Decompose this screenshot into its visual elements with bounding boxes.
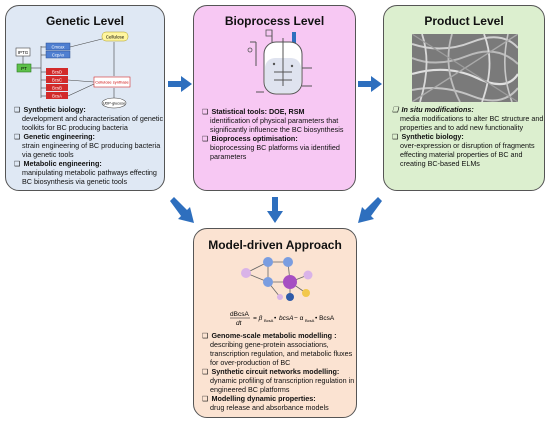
svg-text:• BcsA: • BcsA xyxy=(315,315,335,322)
bullet-text: identification of physical parameters th… xyxy=(210,116,344,134)
svg-text:bcsA: bcsA xyxy=(279,315,293,322)
bullet-text: drug release and absorbance models xyxy=(210,403,329,412)
bullet-head: In situ modifications: xyxy=(392,105,544,114)
arrow-genetic-to-bioprocess xyxy=(168,76,192,92)
network-node xyxy=(241,268,251,278)
bullet-text: development and characterisation of gene… xyxy=(22,114,164,132)
bullet-head: Synthetic biology: xyxy=(392,132,544,141)
svg-text:BcsC: BcsC xyxy=(52,78,62,83)
genetic-level-panel: Genetic Level IPTG PT Cmcax CcpAx BcsD xyxy=(5,5,165,191)
bullet-text: dynamic profiling of transcription regul… xyxy=(210,376,355,394)
svg-text:Cellulose: Cellulose xyxy=(106,35,125,40)
svg-text:UDP-glucose: UDP-glucose xyxy=(103,102,125,106)
network-graph xyxy=(241,257,313,301)
network-node xyxy=(302,289,310,297)
network-node xyxy=(277,294,283,300)
model-driven-title: Model-driven Approach xyxy=(208,238,342,252)
genetic-circuit-diagram: IPTG PT Cmcax CcpAx BcsD BcsC xyxy=(15,31,131,109)
red-gene-bcsb: BcsB xyxy=(41,84,68,91)
genetic-level-title: Genetic Level xyxy=(45,14,125,28)
bullet-head: Bioprocess optimisation: xyxy=(202,134,354,143)
svg-text:= β: = β xyxy=(253,315,263,322)
bc-fiber-micrograph xyxy=(412,34,518,102)
svg-text:BcsB: BcsB xyxy=(52,86,62,91)
rate-equation: dBcsA dt = β BcsA • bcsA − α BcsA • BcsA xyxy=(230,311,335,327)
bullet-head: Synthetic biology: xyxy=(14,105,164,114)
arrow-genetic-to-model xyxy=(170,197,194,223)
svg-text:BcsD: BcsD xyxy=(52,70,62,75)
bullet-head: Modelling dynamic properties: xyxy=(202,394,356,403)
blue-gene-ccpax: CcpAx xyxy=(41,50,71,59)
product-level-title: Product Level xyxy=(424,14,504,28)
arrow-bioprocess-to-model xyxy=(267,197,283,223)
iptg-label: IPTG xyxy=(18,50,29,55)
bullet-text: over-expression or disruption of fragmen… xyxy=(400,141,535,168)
bullet-text: strain engineering of BC producing bacte… xyxy=(22,141,161,159)
network-node xyxy=(283,257,293,267)
bioreactor-icon xyxy=(247,29,312,95)
red-gene-bcsd: BcsD xyxy=(41,68,68,75)
svg-text:BcsA: BcsA xyxy=(264,318,274,323)
svg-text:BcsA: BcsA xyxy=(305,318,315,323)
bullet-text: describing gene-protein associations, tr… xyxy=(210,340,353,367)
red-gene-bcsa: BcsA xyxy=(41,92,68,99)
bioprocess-level-panel: Bioprocess Level Statistical tools: DOE,… xyxy=(193,5,356,191)
bullet-text: media modifications to alter BC structur… xyxy=(400,114,544,132)
svg-text:dBcsA: dBcsA xyxy=(230,311,249,318)
network-node xyxy=(263,257,273,267)
cellulose-synthase-node: Cellulose synthase xyxy=(93,76,131,88)
bioprocess-bullets: Statistical tools: DOE, RSM identificati… xyxy=(202,107,354,161)
network-node xyxy=(303,270,313,280)
promoter-label: PT xyxy=(21,66,27,71)
network-node xyxy=(286,293,294,301)
svg-text:CcpAx: CcpAx xyxy=(52,53,65,58)
bullet-text: manipulating metabolic pathways effectin… xyxy=(22,168,157,186)
product-bullets: In situ modifications: media modificatio… xyxy=(392,105,544,168)
bullet-head: Statistical tools: DOE, RSM xyxy=(202,107,354,116)
cellulose-node: Cellulose xyxy=(101,31,129,42)
network-node xyxy=(263,277,273,287)
bullet-head: Genome-scale metabolic modelling : xyxy=(202,331,356,340)
bullet-head: Genetic engineering: xyxy=(14,132,164,141)
red-gene-bcsc: BcsC xyxy=(41,76,68,83)
svg-text:Cmcax: Cmcax xyxy=(51,45,65,50)
arrow-product-to-model xyxy=(358,197,382,223)
svg-text:•: • xyxy=(274,315,277,322)
svg-text:BcsA: BcsA xyxy=(52,94,62,99)
svg-text:dt: dt xyxy=(236,320,243,327)
svg-text:Cellulose synthase: Cellulose synthase xyxy=(95,80,129,85)
bioprocess-level-title: Bioprocess Level xyxy=(224,14,325,28)
bullet-head: Synthetic circuit networks modelling: xyxy=(202,367,356,376)
bullet-text: bioprocessing BC platforms via identifie… xyxy=(210,143,340,161)
blue-gene-cmcax: Cmcax xyxy=(41,42,71,51)
product-level-panel: Product Level In situ modifications: med… xyxy=(383,5,545,191)
network-node xyxy=(283,275,297,289)
model-bullets: Genome-scale metabolic modelling : descr… xyxy=(202,331,356,412)
model-driven-panel: Model-driven Approach dBcsA dt = β BcsA xyxy=(193,228,357,418)
svg-text:− α: − α xyxy=(294,315,304,322)
genetic-bullets: Synthetic biology: development and chara… xyxy=(14,105,164,186)
arrow-bioprocess-to-product xyxy=(358,76,382,92)
bullet-head: Metabolic engineering: xyxy=(14,159,164,168)
